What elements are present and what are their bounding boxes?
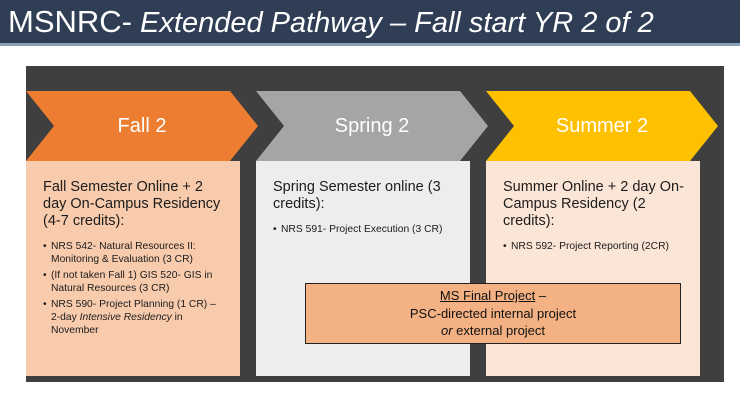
final-project-or: or xyxy=(440,323,453,338)
final-project-title: MS Final Project xyxy=(439,288,536,303)
list-item-emphasis: Intensive Residency xyxy=(79,312,172,323)
list-item-text: in November xyxy=(51,312,183,336)
spring-heading: Spring Semester online (3 credits): xyxy=(273,179,441,212)
final-project-line3: external project xyxy=(452,323,546,338)
chevron-fall-shape xyxy=(26,91,258,161)
slide-title: MSNRC- Extended Pathway – Fall start YR … xyxy=(8,4,654,41)
chevron-fall: Fall 2 xyxy=(26,91,258,161)
final-project-dash: – xyxy=(535,288,547,303)
spring-course-list: NRS 591- Project Execution (3 CR) xyxy=(273,223,456,236)
fall-course-list: NRS 542- Natural Resources II: Monitorin… xyxy=(43,240,226,337)
list-item: NRS 542- Natural Resources II: Monitorin… xyxy=(43,240,226,266)
final-project-line2: PSC-directed internal project xyxy=(409,305,577,321)
final-project-box: MS Final Project – PSC-directed internal… xyxy=(305,283,681,344)
chevron-summer: Summer 2 xyxy=(486,91,718,161)
chevron-spring: Spring 2 xyxy=(256,91,488,161)
list-item-text: NRS 590- Project Planning (1 CR) – 2-day xyxy=(51,299,216,323)
list-item: NRS 592- Project Reporting (2CR) xyxy=(503,240,686,253)
chevron-fall-label: Fall 2 xyxy=(117,115,167,137)
chevron-summer-label: Summer 2 xyxy=(555,115,649,137)
summer-heading: Summer Online + 2 day On-Campus Residenc… xyxy=(503,179,684,229)
chevron-spring-label: Spring 2 xyxy=(334,115,410,137)
list-item: (If not taken Fall 1) GIS 520- GIS in Na… xyxy=(43,269,226,295)
chevron-summer-shape xyxy=(486,91,718,161)
fall-box: Fall Semester Online + 2 day On-Campus R… xyxy=(26,161,240,376)
final-project-title-line: MS Final Project – xyxy=(306,287,680,305)
title-main: MSNRC- xyxy=(8,4,132,39)
final-project-line3-wrap: or external project xyxy=(306,322,680,340)
chevron-spring-shape xyxy=(256,91,488,161)
summer-course-list: NRS 592- Project Reporting (2CR) xyxy=(503,240,686,253)
list-item: NRS 590- Project Planning (1 CR) – 2-day… xyxy=(43,298,226,337)
fall-heading: Fall Semester Online + 2 day On-Campus R… xyxy=(43,179,221,229)
list-item: NRS 591- Project Execution (3 CR) xyxy=(273,223,456,236)
title-bar: MSNRC- Extended Pathway – Fall start YR … xyxy=(0,0,740,46)
title-sub: Extended Pathway – Fall start YR 2 of 2 xyxy=(132,7,654,39)
